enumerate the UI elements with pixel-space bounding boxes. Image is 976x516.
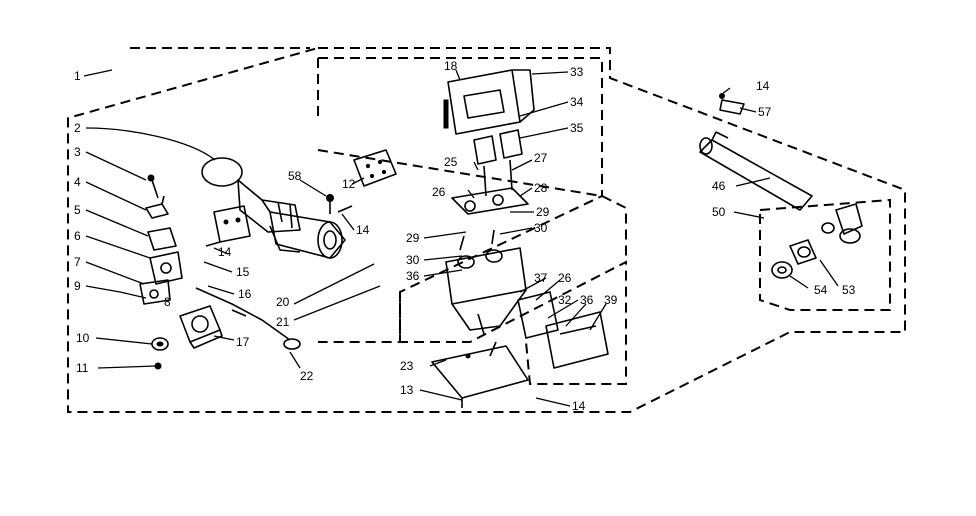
clip-part <box>145 195 169 219</box>
callout-29-b: 29 <box>406 231 420 245</box>
callout-25: 25 <box>444 155 458 169</box>
cover-plate-part <box>353 149 397 187</box>
callout-5: 5 <box>74 203 81 217</box>
fitting-kit-boundary <box>759 198 891 311</box>
elbow-fitting-part <box>821 203 863 244</box>
fastener-screws-part <box>205 194 353 247</box>
callout-13: 13 <box>400 383 414 397</box>
callout-14-c: 14 <box>572 399 586 413</box>
valve-bracket-part <box>443 69 535 135</box>
callout-10: 10 <box>76 331 90 345</box>
callout-26-b: 26 <box>558 271 572 285</box>
callout-37: 37 <box>534 271 548 285</box>
pilot-burner-part <box>201 157 301 233</box>
upper-bracket-boundary <box>317 149 627 262</box>
outer-assembly-boundary <box>67 47 906 413</box>
callout-11: 11 <box>76 361 89 375</box>
callout-36-a: 36 <box>406 269 420 283</box>
pipe-nipple-part <box>699 131 813 211</box>
callout-2: 2 <box>74 121 81 135</box>
callout-15: 15 <box>236 265 250 279</box>
callout-57: 57 <box>758 105 772 119</box>
callout-27: 27 <box>534 151 548 165</box>
callout-50: 50 <box>712 205 726 219</box>
callout-36-b: 36 <box>580 293 594 307</box>
valve-subassembly-boundary <box>317 57 603 343</box>
callout-32: 32 <box>558 293 572 307</box>
union-fitting-53-part <box>789 239 817 265</box>
callout-34: 34 <box>570 95 584 109</box>
callout-20: 20 <box>276 295 290 309</box>
coil-housing-part <box>517 291 609 369</box>
callout-9: 9 <box>74 279 81 293</box>
callout-14-b: 14 <box>356 223 370 237</box>
callout-33: 33 <box>570 65 584 79</box>
callout-26-a: 26 <box>432 185 446 199</box>
callout-12: 12 <box>342 177 356 191</box>
callout-1: 1 <box>74 69 81 83</box>
ignitor-part <box>179 305 223 349</box>
burner-tube-part <box>269 211 346 259</box>
callout-16: 16 <box>238 287 252 301</box>
callout-39: 39 <box>604 293 618 307</box>
solenoid-coils-part <box>473 129 523 197</box>
callout-54: 54 <box>814 283 828 297</box>
leader-lines <box>83 69 839 407</box>
callout-58: 58 <box>288 169 302 183</box>
lower-bracket-part <box>431 341 529 408</box>
nut-54-part <box>771 261 793 279</box>
callout-labels: 1 2 3 4 5 6 7 9 8 10 11 14 15 16 17 20 2… <box>74 59 856 413</box>
valve-plate-part <box>451 187 529 215</box>
callout-8: 8 <box>164 295 171 309</box>
callout-23: 23 <box>400 359 414 373</box>
callout-30-b: 30 <box>406 253 420 267</box>
mounting-bracket-part <box>213 205 251 243</box>
callout-53: 53 <box>842 283 856 297</box>
callout-17: 17 <box>236 335 250 349</box>
screw-part <box>147 174 159 199</box>
callout-29-a: 29 <box>536 205 550 219</box>
orifice-block-part <box>139 227 183 305</box>
valve-body-part <box>445 229 527 335</box>
callout-21: 21 <box>276 315 290 329</box>
callout-7: 7 <box>74 255 81 269</box>
callout-6: 6 <box>74 229 81 243</box>
callout-28: 28 <box>534 181 548 195</box>
bracket-clip-57-part <box>719 93 745 115</box>
callout-30-a: 30 <box>534 221 548 235</box>
callout-4: 4 <box>74 175 81 189</box>
callout-3: 3 <box>74 145 81 159</box>
regulator-subassembly-boundary <box>399 260 627 385</box>
pilot-tubing-part <box>195 287 301 350</box>
callout-22: 22 <box>300 369 314 383</box>
callout-35: 35 <box>570 121 584 135</box>
callout-14-d: 14 <box>756 79 770 93</box>
callout-14-a: 14 <box>218 245 232 259</box>
nut-part <box>151 337 169 351</box>
callout-46: 46 <box>712 179 726 193</box>
callout-18: 18 <box>444 59 458 73</box>
